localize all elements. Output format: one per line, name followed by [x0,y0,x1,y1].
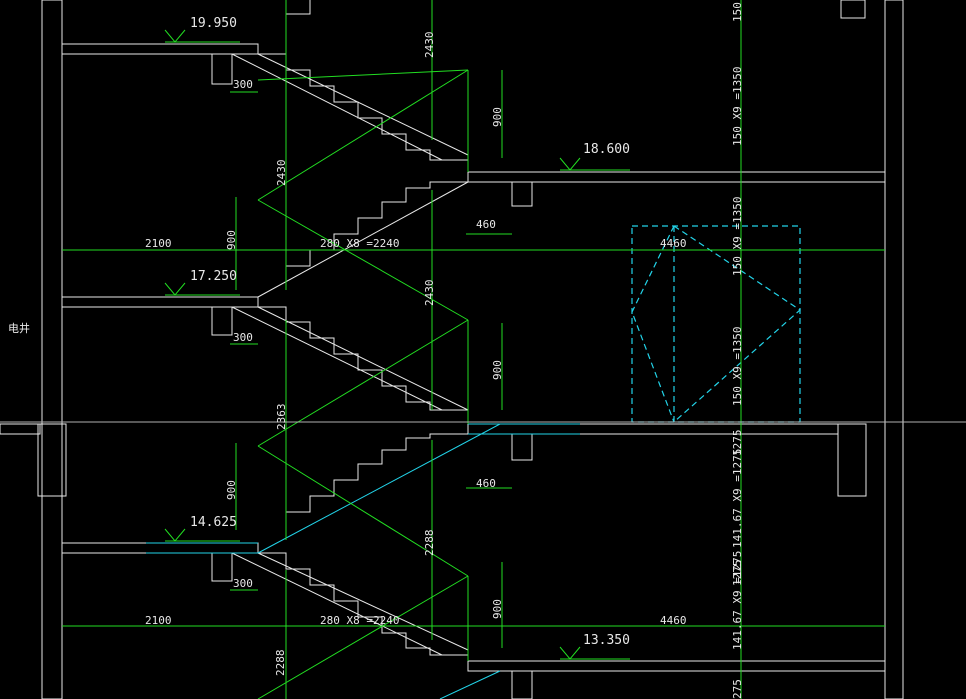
dim-280x8-b: 280 X8 =2240 [320,614,399,627]
dim-2363: 2363 [275,404,288,431]
dim-460-b: 460 [476,477,496,490]
dim-900-c: 900 [491,360,504,380]
left-wall [0,0,67,699]
dim-300-a: 300 [233,78,253,91]
dim-2430-a: 2430 [423,32,436,59]
dim-1275-a: 1275 [731,430,744,457]
dim-300-b: 300 [233,331,253,344]
label-elevator-shaft: 电井 [8,321,30,335]
dim-14167x9-a: 141.67 X9 =1275 [731,449,744,548]
dim-460-a: 460 [476,218,496,231]
dim-2100-b: 2100 [145,614,172,627]
dim-150x9-a: 150 X9 =1350 [731,67,744,146]
elevation-14625: 14.625 [190,515,237,530]
dim-2288-a: 2288 [423,530,436,557]
dim-275: 275 [731,679,744,699]
dim-4460-a: 4460 [660,237,687,250]
elevation-18600: 18.600 [583,142,630,157]
dim-2100-a: 2100 [145,237,172,250]
dim-900-b: 900 [225,230,238,250]
right-wall [837,0,904,699]
floor-slabs [61,43,886,699]
dim-2430-c: 2430 [423,280,436,307]
dim-1275-b: 1275 [731,560,744,587]
dim-4460-b: 4460 [660,614,687,627]
elevation-17250: 17.250 [190,269,237,284]
text-labels: 19.950 18.600 17.250 14.625 13.350 300 3… [8,2,744,699]
dim-150: 150 [731,2,744,22]
dim-900-a: 900 [491,107,504,127]
dim-150x9-c: 150 X9 =1350 [731,327,744,406]
dim-150x9-b: 150 X9 =1350 [731,197,744,276]
dim-2430-b: 2430 [275,160,288,187]
dim-900-e: 900 [491,599,504,619]
cyan-elements [146,225,801,699]
elevation-13350: 13.350 [583,633,630,648]
elevation-19950: 19.950 [190,16,237,31]
dimension-lines [62,0,885,699]
dim-2288-b: 2288 [274,650,287,677]
dim-14167x9-b: 141.67 X9 =1275 [731,551,744,650]
dim-900-d: 900 [225,480,238,500]
dim-300-c: 300 [233,577,253,590]
dim-280x8-a: 280 X8 =2240 [320,237,399,250]
